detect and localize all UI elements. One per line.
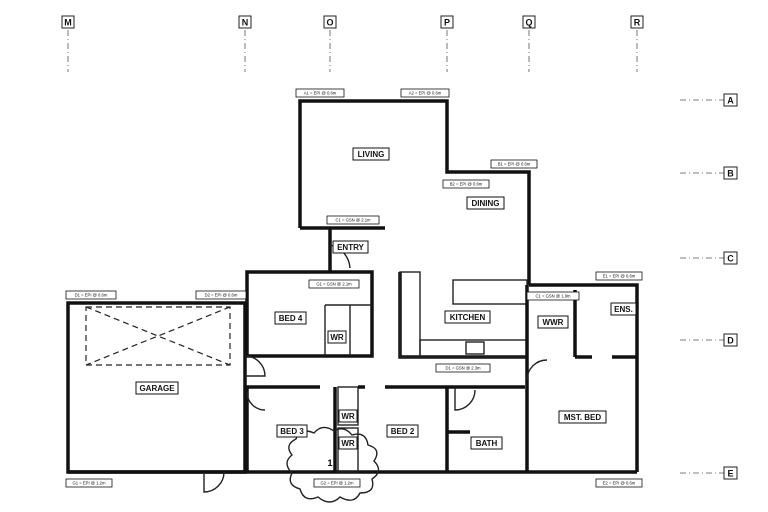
tag: D1 = EPI @ 0.6m <box>65 290 117 300</box>
room-bed2: BED 2 <box>386 424 419 438</box>
grid-row-b: B <box>680 166 738 180</box>
room-mst-bed: MST. BED <box>558 410 607 424</box>
room-label: ENTRY <box>337 243 364 252</box>
tag-label: D2 = EPI @ 0.6m <box>205 293 238 298</box>
room-labels: LIVING DINING ENTRY KITCHEN BED 4 WR GAR… <box>135 147 637 450</box>
doors <box>203 244 548 493</box>
room-ens: ENS. <box>610 302 637 316</box>
room-label: GARAGE <box>139 384 175 393</box>
room-label: DINING <box>472 199 500 208</box>
tag: D2 = EPI @ 0.6m <box>195 290 247 300</box>
tag-label: B1 = EPI @ 0.6m <box>498 162 531 167</box>
tag: A2 = EPI @ 0.6m <box>400 88 450 98</box>
room-wr-bed4: WR <box>327 330 347 344</box>
grid-label: E <box>727 469 733 479</box>
room-label: WWR <box>543 318 564 327</box>
room-label: MST. BED <box>564 413 602 422</box>
tag: E2 = EPI @ 0.6m <box>595 478 643 488</box>
tag-label: G1 = GSN @ 2.1m <box>316 282 352 287</box>
tag: E1 = EPI @ 0.6m <box>595 271 643 281</box>
room-bath: BATH <box>470 436 503 450</box>
room-living: LIVING <box>352 147 390 161</box>
tag: C1 = GSN @ 2.1m <box>326 215 380 225</box>
tag-label: G1 = EPI @ 1.2m <box>73 481 107 486</box>
grid-row-c: C <box>680 251 738 265</box>
tag-label: A2 = EPI @ 0.6m <box>409 91 442 96</box>
grid-row-a: A <box>680 93 738 107</box>
tag-label: C1 = GSN @ 2.1m <box>335 218 371 223</box>
grid-row-d: D <box>680 333 738 347</box>
tag-label: D1 = EPI @ 0.6m <box>75 293 108 298</box>
room-bed3: BED 3 <box>276 424 308 438</box>
revision-cloud: 1 <box>286 426 380 503</box>
grid-label: O <box>326 18 333 28</box>
room-label: BATH <box>476 439 498 448</box>
tag-label: E1 = EPI @ 0.6m <box>603 274 636 279</box>
room-label: BED 2 <box>391 427 415 436</box>
tag: G1 = EPI @ 1.2m <box>65 478 113 488</box>
tag-label: D1 = GSN @ 2.3m <box>445 366 481 371</box>
room-label: BED 4 <box>279 314 303 323</box>
room-label: LIVING <box>358 150 385 159</box>
grid-column-p: P <box>440 15 454 72</box>
grid-label: R <box>634 18 641 28</box>
grid-column-n: N <box>238 15 252 72</box>
walls <box>66 99 639 474</box>
tag: G2 = EPI @ 1.2m <box>313 478 361 488</box>
room-label: ENS. <box>614 305 633 314</box>
room-label: WR <box>341 439 355 448</box>
room-dining: DINING <box>466 196 505 210</box>
grid-column-o: O <box>323 15 337 72</box>
grid-label: C <box>727 254 734 264</box>
grid-label: N <box>242 18 249 28</box>
grid-column-q: Q <box>522 15 536 72</box>
tag-label: C1 = GSN @ 1.9m <box>535 294 571 299</box>
grid-label: Q <box>525 18 532 28</box>
grid-label: D <box>727 336 734 346</box>
tag: A1 = EPI @ 0.6m <box>295 88 345 98</box>
tag-label: A1 = EPI @ 0.6m <box>304 91 337 96</box>
room-kitchen: KITCHEN <box>444 310 491 324</box>
room-entry: ENTRY <box>332 240 369 254</box>
opening-tags: A1 = EPI @ 0.6m A2 = EPI @ 0.6m B1 = EPI… <box>65 88 643 488</box>
room-label: KITCHEN <box>450 313 486 322</box>
room-bed4: BED 4 <box>274 311 307 325</box>
tag: D1 = GSN @ 2.3m <box>435 363 491 373</box>
tag: B2 = EPI @ 0.6m <box>442 179 490 189</box>
sink-icon <box>465 341 485 355</box>
tag-label: G2 = EPI @ 1.2m <box>321 481 355 486</box>
revision-number: 1 <box>327 458 332 468</box>
tag: B1 = EPI @ 0.6m <box>490 159 538 169</box>
room-label: BED 3 <box>280 427 304 436</box>
grid-column-m: M <box>61 15 75 72</box>
room-wr-bed3b: WR <box>338 436 358 450</box>
tag-label: B2 = EPI @ 0.6m <box>450 182 483 187</box>
tag: G1 = GSN @ 2.1m <box>308 279 360 289</box>
grid-label: M <box>64 18 72 28</box>
room-wr-bed3a: WR <box>338 409 358 423</box>
grid-row-e: E <box>680 466 738 480</box>
grid-columns: M N O P Q R <box>61 15 644 72</box>
grid-rows: A B C D E <box>680 93 738 480</box>
room-label: WR <box>341 412 355 421</box>
tag: C1 = GSN @ 1.9m <box>526 291 580 301</box>
room-garage: GARAGE <box>135 381 179 395</box>
grid-label: P <box>444 18 450 28</box>
tag-label: E2 = EPI @ 0.6m <box>603 481 636 486</box>
grid-label: A <box>727 96 734 106</box>
grid-label: B <box>727 169 734 179</box>
room-wwr: WWR <box>537 315 569 329</box>
room-label: WR <box>330 333 344 342</box>
grid-column-r: R <box>630 15 644 72</box>
